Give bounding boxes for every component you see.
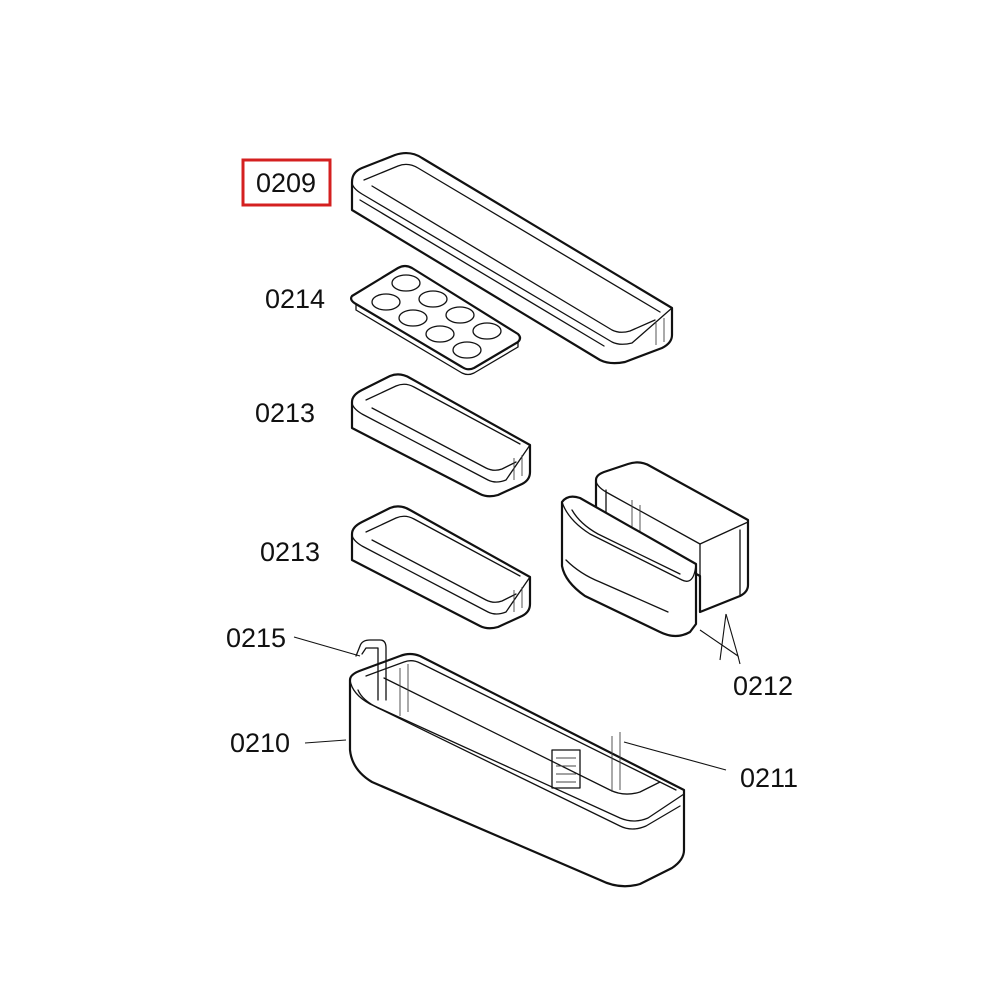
- label-0210[interactable]: 0210: [230, 728, 290, 758]
- part-0215-wire-rail[interactable]: [355, 639, 387, 701]
- label-0213-upper[interactable]: 0213: [255, 398, 315, 428]
- label-0213-lower[interactable]: 0213: [260, 537, 320, 567]
- label-0214[interactable]: 0214: [265, 284, 325, 314]
- part-0209-shelf[interactable]: [350, 151, 674, 365]
- label-0211[interactable]: 0211: [740, 763, 798, 793]
- selected-part-highlight-box: [241, 158, 332, 207]
- leader-lines: [293, 613, 741, 771]
- part-0213-shelf-upper[interactable]: [350, 373, 532, 498]
- label-0212[interactable]: 0212: [733, 671, 793, 701]
- part-0212-dairy-compartment[interactable]: [560, 461, 750, 638]
- part-0210-large-bin[interactable]: [348, 652, 686, 888]
- egg-cups: [371, 274, 502, 359]
- label-0215[interactable]: 0215: [226, 623, 286, 653]
- part-0214-egg-tray[interactable]: [350, 264, 522, 376]
- label-0209[interactable]: 0209: [256, 168, 316, 198]
- part-0213-shelf-lower[interactable]: [350, 505, 532, 630]
